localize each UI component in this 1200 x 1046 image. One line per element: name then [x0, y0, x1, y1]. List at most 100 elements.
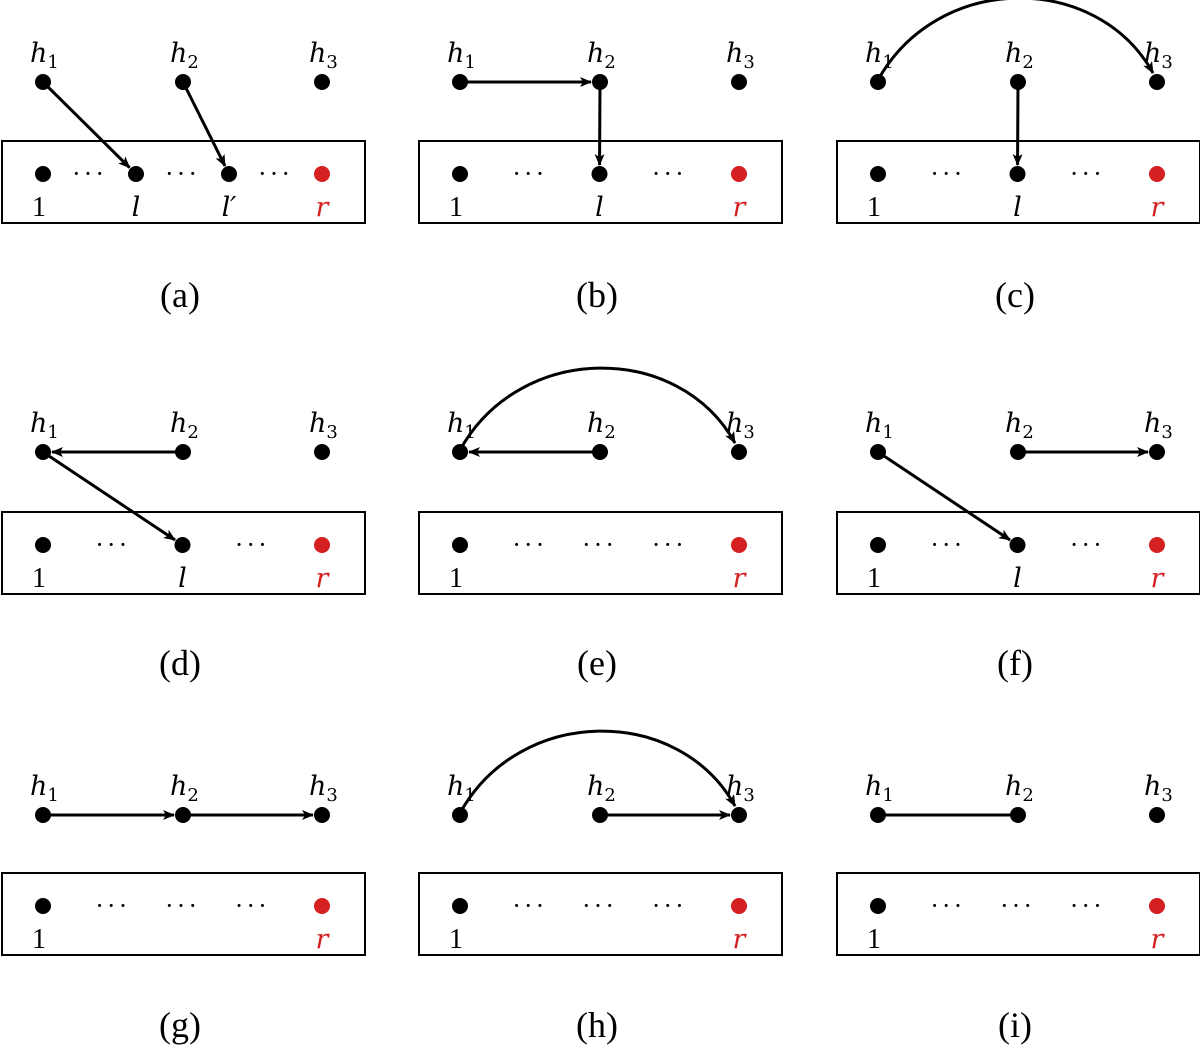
label-r: r — [1151, 563, 1166, 594]
label-h2: h2 — [1005, 38, 1034, 73]
label-h3: h3 — [309, 771, 338, 806]
node-l — [128, 166, 144, 182]
label-h2: h2 — [1005, 771, 1034, 806]
node-l — [1009, 537, 1026, 553]
ellipsis: ··· — [95, 530, 130, 559]
ellipsis: ··· — [512, 530, 547, 559]
node-h1 — [35, 807, 51, 823]
label-r: r — [1151, 924, 1166, 955]
label-h1: h1 — [447, 771, 476, 806]
node-h1 — [35, 74, 51, 90]
node-one — [452, 166, 468, 182]
node-h2 — [175, 444, 191, 460]
label-h1: h1 — [30, 38, 59, 73]
node-r — [314, 898, 330, 914]
ellipsis: ··· — [930, 891, 965, 920]
label-h3: h3 — [1144, 771, 1173, 806]
panel-f-box — [836, 511, 1200, 595]
caption-c: (c) — [995, 275, 1035, 315]
label-h3: h3 — [726, 38, 755, 73]
panel-g-box — [1, 872, 366, 956]
label-h2: h2 — [1005, 408, 1034, 443]
label-h1: h1 — [865, 38, 894, 73]
node-one — [452, 537, 468, 553]
label-h3: h3 — [309, 38, 338, 73]
label-h1: h1 — [30, 408, 59, 443]
node-h1 — [870, 807, 886, 823]
ellipsis: ··· — [235, 891, 270, 920]
node-r — [731, 166, 747, 182]
caption-f: (f) — [997, 643, 1033, 683]
node-one — [452, 898, 468, 914]
node-h1 — [452, 74, 468, 90]
label-h2: h2 — [587, 38, 616, 73]
node-h1 — [870, 74, 886, 90]
node-h1 — [35, 444, 51, 460]
ellipsis: ··· — [1070, 530, 1105, 559]
caption-e: (e) — [577, 643, 617, 683]
node-r — [731, 537, 747, 553]
label-r: r — [733, 924, 748, 955]
edge-h1-l — [877, 450, 1011, 542]
label-one: 1 — [32, 924, 46, 955]
label-l: l — [595, 192, 604, 223]
label-h1: h1 — [865, 408, 894, 443]
label-r: r — [733, 563, 748, 594]
ellipsis: ··· — [258, 159, 293, 188]
edge-h1-h3 — [458, 729, 737, 814]
label-h1: h1 — [30, 771, 59, 806]
label-r: r — [1151, 192, 1166, 223]
label-h3: h3 — [726, 408, 755, 443]
label-one: 1 — [449, 924, 463, 955]
ellipsis: ··· — [512, 891, 547, 920]
edge-h1-h3 — [876, 0, 1155, 81]
ellipsis: ··· — [512, 159, 547, 188]
ellipsis: ··· — [652, 891, 687, 920]
label-h3: h3 — [309, 408, 338, 443]
caption-i: (i) — [998, 1005, 1032, 1045]
ellipsis: ··· — [582, 530, 617, 559]
label-one: 1 — [867, 192, 881, 223]
node-h2 — [592, 444, 608, 460]
node-one — [870, 166, 886, 182]
label-one: 1 — [867, 563, 881, 594]
node-h3 — [1149, 807, 1165, 823]
label-h1: h1 — [865, 771, 894, 806]
node-h2 — [1010, 807, 1026, 823]
ellipsis: ··· — [165, 159, 200, 188]
label-one: 1 — [32, 192, 46, 223]
node-h2 — [1010, 74, 1026, 90]
node-r — [1149, 166, 1165, 182]
node-r — [1149, 537, 1165, 553]
node-l-prime — [221, 166, 237, 182]
label-l: l — [132, 192, 141, 223]
label-r: r — [733, 192, 748, 223]
ellipsis: ··· — [72, 159, 107, 188]
label-l: l — [1013, 192, 1022, 223]
label-r: r — [316, 192, 331, 223]
node-one — [870, 537, 886, 553]
node-r — [314, 537, 330, 553]
label-h2: h2 — [170, 38, 199, 73]
node-one — [35, 537, 51, 553]
label-l: l — [178, 563, 187, 594]
node-h1 — [870, 444, 886, 460]
label-h2: h2 — [587, 771, 616, 806]
node-l — [591, 166, 608, 182]
node-l — [1009, 166, 1026, 182]
label-l: l — [1013, 563, 1022, 594]
ellipsis: ··· — [235, 530, 270, 559]
label-one: 1 — [32, 563, 46, 594]
label-h3: h3 — [1144, 408, 1173, 443]
ellipsis: ··· — [165, 891, 200, 920]
label-h3: h3 — [726, 771, 755, 806]
label-h3: h3 — [1144, 38, 1173, 73]
node-h1 — [452, 807, 468, 823]
node-h2 — [175, 74, 191, 90]
label-one: 1 — [449, 192, 463, 223]
